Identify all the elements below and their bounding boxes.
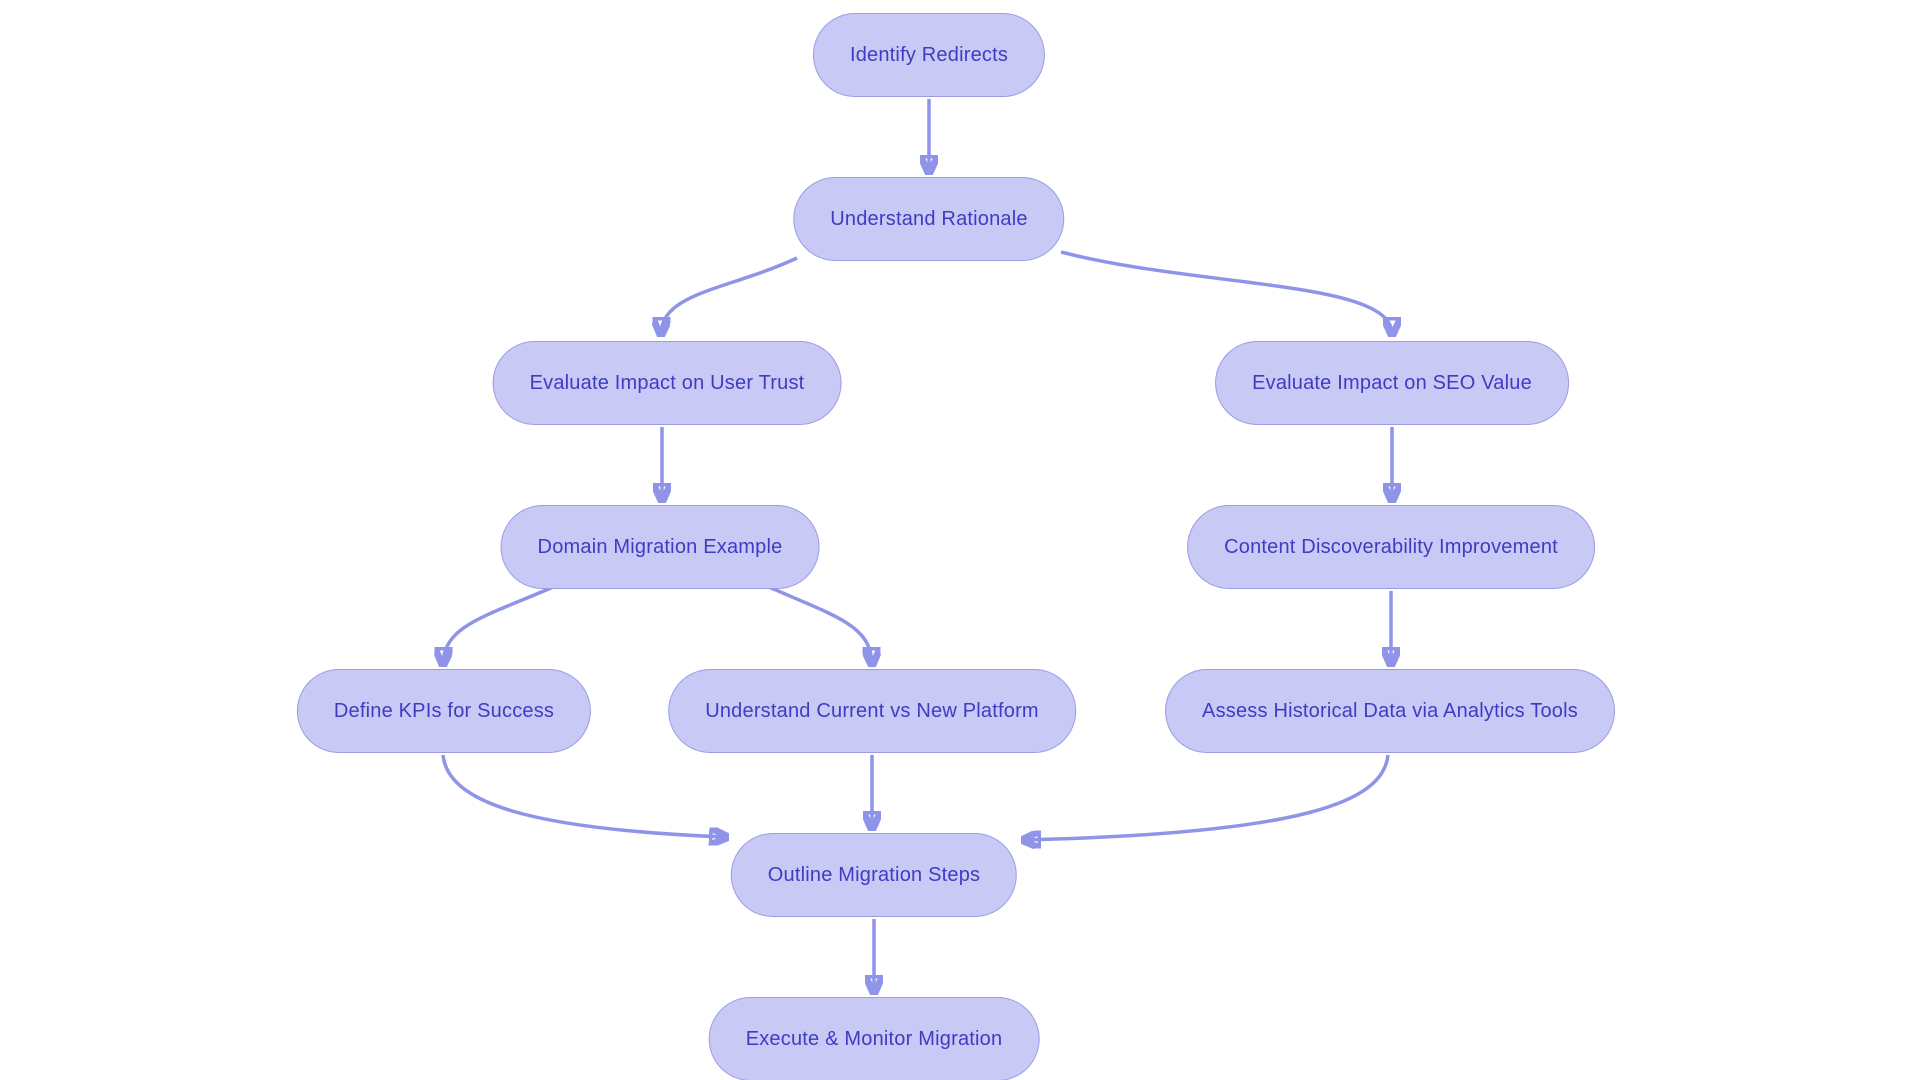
node-understand-rationale: Understand Rationale <box>793 177 1065 261</box>
node-identify-redirects: Identify Redirects <box>812 13 1046 97</box>
node-domain-migration-example: Domain Migration Example <box>500 505 820 589</box>
node-define-kpis-for-success: Define KPIs for Success <box>296 669 592 753</box>
edge-understand-rationale-to-evaluate-impact-seo-value <box>1060 250 1392 334</box>
node-evaluate-impact-user-trust-label: Evaluate Impact on User Trust <box>529 371 805 394</box>
node-outline-migration-steps: Outline Migration Steps <box>730 833 1018 917</box>
node-evaluate-impact-seo-value: Evaluate Impact on SEO Value <box>1215 341 1569 425</box>
node-evaluate-impact-seo-value-label: Evaluate Impact on SEO Value <box>1252 371 1532 394</box>
node-domain-migration-example-label: Domain Migration Example <box>537 535 783 558</box>
edge-domain-migration-example-to-define-kpis-for-success <box>443 582 561 664</box>
node-execute-monitor-migration: Execute & Monitor Migration <box>708 997 1040 1080</box>
edge-define-kpis-for-success-to-outline-migration-steps <box>441 754 726 837</box>
node-assess-historical-data-label: Assess Historical Data via Analytics Too… <box>1202 699 1578 722</box>
node-execute-monitor-migration-label: Execute & Monitor Migration <box>745 1027 1003 1050</box>
node-outline-migration-steps-label: Outline Migration Steps <box>767 863 981 886</box>
node-understand-rationale-label: Understand Rationale <box>830 207 1028 230</box>
node-evaluate-impact-user-trust: Evaluate Impact on User Trust <box>492 341 842 425</box>
edge-understand-rationale-to-evaluate-impact-user-trust <box>661 256 798 334</box>
node-content-discoverability-improvement-label: Content Discoverability Improvement <box>1224 535 1558 558</box>
edge-assess-historical-data-to-outline-migration-steps <box>1024 754 1390 840</box>
node-define-kpis-for-success-label: Define KPIs for Success <box>333 699 555 722</box>
node-identify-redirects-label: Identify Redirects <box>849 43 1009 66</box>
node-understand-current-vs-new-platform: Understand Current vs New Platform <box>668 669 1076 753</box>
node-content-discoverability-improvement: Content Discoverability Improvement <box>1187 505 1595 589</box>
node-understand-current-vs-new-platform-label: Understand Current vs New Platform <box>705 699 1039 722</box>
edge-domain-migration-example-to-understand-current-vs-new-platform <box>761 582 872 664</box>
node-assess-historical-data-via-analytics-tools: Assess Historical Data via Analytics Too… <box>1165 669 1615 753</box>
